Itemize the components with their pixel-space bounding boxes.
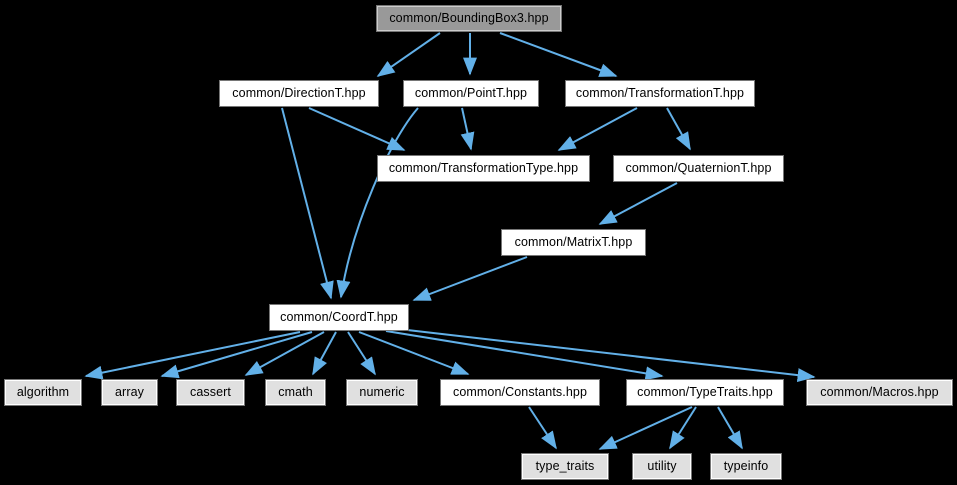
edge-coordt-to-algorithm	[84, 331, 301, 380]
node-numeric[interactable]: numeric	[346, 379, 418, 406]
edge-pointt-to-coordt	[336, 107, 419, 299]
node-boundingbox3[interactable]: common/BoundingBox3.hpp	[376, 5, 562, 32]
node-directiont[interactable]: common/DirectionT.hpp	[219, 80, 379, 107]
node-label-coordt: common/CoordT.hpp	[280, 310, 398, 325]
node-cmath[interactable]: cmath	[265, 379, 326, 406]
node-constants[interactable]: common/Constants.hpp	[440, 379, 600, 406]
edge-coordt-to-cassert	[244, 331, 325, 376]
node-label-numeric: numeric	[359, 385, 405, 400]
node-utility[interactable]: utility	[632, 453, 692, 480]
edge-coordt-to-cmath	[312, 331, 337, 376]
node-label-typeinfo: typeinfo	[723, 459, 769, 474]
edge-transformationt-to-transformationtype	[557, 107, 638, 151]
edge-coordt-to-macros	[389, 327, 816, 383]
edge-directiont-to-transformationtype	[308, 107, 406, 151]
node-label-pointt: common/PointT.hpp	[414, 86, 528, 101]
node-label-transformationt: common/TransformationT.hpp	[575, 86, 745, 101]
edge-constants-to-type_traits	[528, 406, 557, 450]
edge-boundingbox3-to-transformationt	[499, 32, 618, 77]
node-algorithm[interactable]: algorithm	[4, 379, 82, 406]
edge-pointt-to-transformationtype	[460, 107, 475, 151]
node-label-typetraits: common/TypeTraits.hpp	[637, 385, 773, 400]
node-coordt[interactable]: common/CoordT.hpp	[269, 304, 409, 331]
edge-coordt-to-constants	[358, 331, 470, 375]
node-macros[interactable]: common/Macros.hpp	[806, 379, 953, 406]
edge-coordt-to-numeric	[347, 331, 376, 376]
node-pointt[interactable]: common/PointT.hpp	[403, 80, 539, 107]
node-label-quaterniont: common/QuaternionT.hpp	[625, 161, 772, 176]
node-label-transformationtype: common/TransformationType.hpp	[388, 161, 579, 176]
edge-matrixt-to-coordt	[412, 256, 528, 301]
node-transformationt[interactable]: common/TransformationT.hpp	[565, 80, 755, 107]
node-typetraits[interactable]: common/TypeTraits.hpp	[626, 379, 784, 406]
node-quaterniont[interactable]: common/QuaternionT.hpp	[613, 155, 784, 182]
node-label-boundingbox3: common/BoundingBox3.hpp	[389, 11, 549, 26]
node-label-array: array	[115, 385, 144, 400]
node-array[interactable]: array	[101, 379, 158, 406]
node-typeinfo[interactable]: typeinfo	[710, 453, 782, 480]
edge-coordt-to-typetraits	[385, 330, 664, 381]
node-label-constants: common/Constants.hpp	[452, 385, 587, 400]
edge-group	[84, 32, 816, 450]
edge-quaterniont-to-matrixt	[598, 182, 678, 225]
node-label-cassert: cassert	[190, 385, 231, 400]
node-transformationtype[interactable]: common/TransformationType.hpp	[377, 155, 590, 182]
node-label-cmath: cmath	[278, 385, 313, 400]
node-label-matrixt: common/MatrixT.hpp	[514, 235, 633, 250]
edge-directiont-to-coordt	[281, 107, 334, 300]
node-cassert[interactable]: cassert	[176, 379, 245, 406]
node-type_traits[interactable]: type_traits	[521, 453, 609, 480]
node-label-utility: utility	[647, 459, 677, 474]
edge-typetraits-to-typeinfo	[717, 406, 743, 450]
node-label-macros: common/Macros.hpp	[820, 385, 939, 400]
node-label-type_traits: type_traits	[535, 459, 595, 474]
edge-coordt-to-array	[160, 331, 313, 379]
node-label-algorithm: algorithm	[16, 385, 70, 400]
edge-typetraits-to-type_traits	[598, 406, 693, 450]
edge-transformationt-to-quaterniont	[666, 107, 691, 151]
edge-boundingbox3-to-directiont	[376, 32, 441, 77]
node-matrixt[interactable]: common/MatrixT.hpp	[501, 229, 646, 256]
edge-typetraits-to-utility	[669, 406, 697, 450]
node-label-directiont: common/DirectionT.hpp	[232, 86, 366, 101]
